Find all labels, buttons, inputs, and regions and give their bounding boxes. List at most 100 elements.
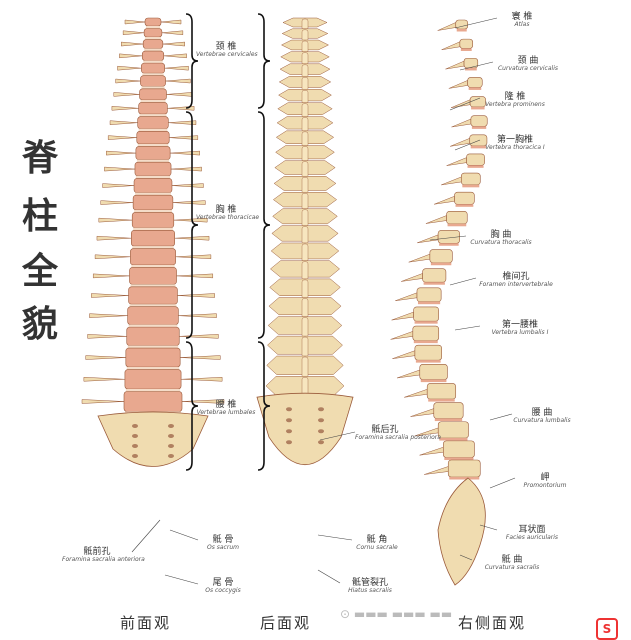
- front-intervertebral-disc: [142, 73, 164, 76]
- front-transverse-process: [122, 30, 145, 36]
- bracket-cervical: [185, 13, 199, 109]
- back-sacrum: [256, 392, 354, 465]
- front-intervertebral-disc: [144, 48, 162, 52]
- leader-line: [454, 325, 481, 331]
- title-char-2: 柱: [22, 195, 59, 237]
- bracket-back-lumbar: [257, 341, 271, 471]
- front-vertebral-body: [128, 286, 178, 305]
- front-intervertebral-disc: [145, 37, 161, 40]
- front-vertebral-body: [138, 102, 168, 115]
- front-transverse-process: [102, 183, 135, 188]
- title-char-3: 全: [22, 250, 59, 292]
- front-transverse-process: [171, 183, 204, 188]
- side-intervertebral-disc: [434, 418, 463, 422]
- front-intervertebral-disc: [139, 114, 167, 117]
- front-vertebral-body: [135, 146, 171, 160]
- side-spinous-process: [391, 311, 414, 321]
- front-intervertebral-disc: [126, 367, 180, 370]
- front-transverse-process: [160, 19, 182, 25]
- front-transverse-process: [115, 78, 141, 84]
- side-spinous-process: [392, 350, 416, 359]
- watermark: ⊙ ▬▬▬ ▬▬▬ ▬▬: [340, 607, 453, 621]
- front-vertebral-body: [134, 161, 172, 177]
- front-intervertebral-disc: [125, 389, 181, 392]
- leader-line: [489, 413, 513, 421]
- label-sacral-horn: 骶 角 Cornu sacrale: [356, 535, 398, 552]
- label-thoracic: 胸 椎 Vertebrae thoracicae: [196, 205, 260, 222]
- back-spinous-process: [301, 298, 309, 319]
- side-vertebral-body: [470, 115, 488, 127]
- front-sacral-foramen: [132, 424, 138, 428]
- back-spinous-process: [301, 243, 309, 263]
- side-intervertebral-disc: [444, 457, 474, 461]
- back-sacral-foramen: [318, 429, 324, 434]
- label-vertebra-prominens: 隆 椎 Vertebra prominens: [485, 92, 545, 109]
- leader-line: [164, 574, 199, 585]
- front-intervertebral-disc: [136, 159, 170, 163]
- front-transverse-process: [113, 92, 140, 97]
- leader-line: [479, 524, 498, 531]
- front-transverse-process: [180, 355, 221, 360]
- back-sacral-foramen: [318, 407, 324, 412]
- front-vertebral-body: [130, 248, 176, 266]
- front-intervertebral-disc: [143, 60, 163, 64]
- title-char-4: 貌: [22, 303, 59, 345]
- front-transverse-process: [170, 150, 200, 156]
- back-spinous-process: [301, 356, 309, 378]
- side-vertebral-body: [433, 402, 464, 419]
- title-char-1: 脊: [22, 137, 59, 179]
- side-vertebral-body: [443, 440, 475, 458]
- side-intervertebral-disc: [467, 165, 484, 168]
- leader-line: [459, 61, 494, 71]
- back-spinous-process: [301, 177, 309, 194]
- back-spinous-process: [301, 40, 309, 54]
- front-transverse-process: [161, 30, 184, 36]
- front-vertebral-body: [131, 212, 175, 229]
- side-intervertebral-disc: [447, 223, 467, 227]
- back-spinous-process: [301, 29, 309, 42]
- front-vertebral-body: [141, 50, 165, 61]
- front-transverse-process: [109, 120, 138, 125]
- side-spinous-process: [417, 234, 439, 244]
- back-spinous-process: [301, 18, 309, 31]
- back-spinous-process: [301, 209, 309, 228]
- front-transverse-process: [121, 41, 144, 47]
- front-transverse-process: [168, 120, 197, 125]
- back-sacral-foramen: [286, 407, 292, 412]
- caption-back-view: 后面观: [260, 614, 312, 632]
- side-vertebral-body: [414, 344, 442, 361]
- front-vertebral-body: [139, 88, 167, 101]
- front-transverse-process: [165, 78, 191, 84]
- caption-front-view: 前面观: [120, 614, 172, 632]
- side-vertebral-body: [416, 287, 442, 302]
- leader-line: [449, 97, 481, 111]
- bracket-back-thoracic: [257, 111, 271, 339]
- front-vertebral-body: [142, 39, 164, 49]
- back-spinous-process: [301, 90, 309, 105]
- leader-line: [169, 529, 199, 541]
- label-lumbar: 腰 椎 Vertebrae lumbales: [196, 400, 256, 417]
- front-vertebral-body: [129, 267, 177, 285]
- front-transverse-process: [169, 135, 199, 140]
- side-vertebral-body: [461, 172, 481, 186]
- front-vertebral-body: [141, 62, 165, 74]
- front-intervertebral-disc: [140, 99, 166, 103]
- logo-icon: S: [596, 618, 618, 640]
- front-sacral-foramen: [132, 454, 138, 458]
- front-transverse-process: [171, 166, 202, 172]
- side-vertebral-body: [459, 38, 474, 49]
- front-vertebral-body: [131, 229, 175, 247]
- back-spinous-process: [301, 77, 309, 91]
- front-vertebral-body: [126, 326, 180, 346]
- side-vertebral-body: [454, 191, 475, 205]
- side-spinous-process: [419, 446, 444, 456]
- side-spinous-process: [401, 273, 423, 282]
- front-transverse-process: [96, 235, 132, 241]
- label-thoracic-curve: 胸 曲 Curvatura thoracalis: [470, 230, 532, 247]
- front-intervertebral-disc: [127, 345, 179, 349]
- back-spinous-process: [301, 226, 309, 245]
- label-cervical: 颈 椎 Vertebrae cervicales: [196, 42, 258, 59]
- side-vertebral-body: [413, 306, 439, 322]
- side-vertebral-body: [422, 268, 447, 283]
